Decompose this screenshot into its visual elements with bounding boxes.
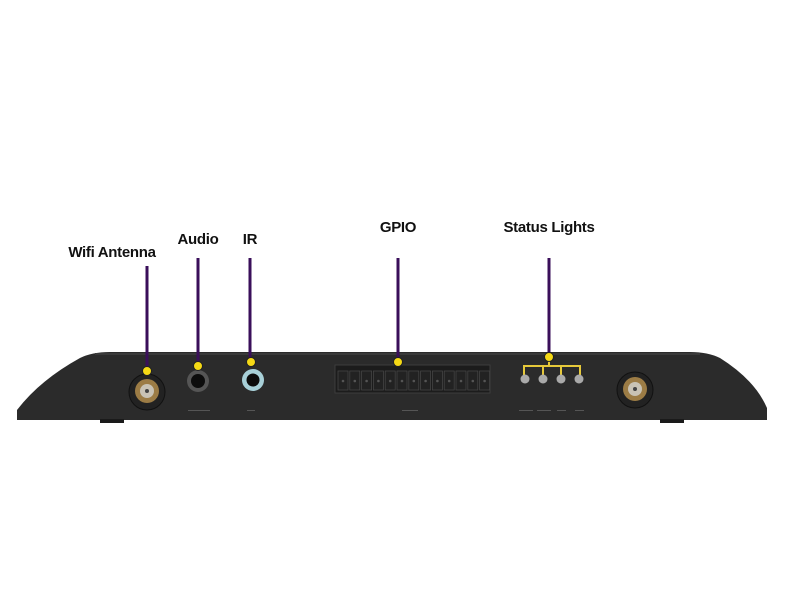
device-foot-right: [660, 419, 684, 423]
status-led: [520, 374, 530, 384]
callout-dot-status: [544, 352, 554, 362]
label-audio: Audio: [177, 231, 219, 248]
status-lights: [520, 357, 584, 384]
callout-dot-ir: [246, 357, 256, 367]
silkscreen-marks: [188, 410, 584, 411]
status-led: [556, 374, 566, 384]
label-gpio: GPIO: [379, 219, 417, 236]
audio-jack: [187, 370, 209, 392]
ir-jack: [242, 369, 264, 391]
status-led: [538, 374, 548, 384]
callout-dot-audio: [193, 361, 203, 371]
status-led: [574, 374, 584, 384]
wifi-antenna-connector-left: [128, 373, 166, 411]
gpio-terminal-block: [334, 364, 491, 394]
label-status-lights: Status Lights: [503, 219, 595, 236]
label-wifi-antenna: Wifi Antenna: [68, 244, 156, 261]
callout-dot-wifi: [142, 366, 152, 376]
wifi-antenna-connector-right: [616, 371, 654, 409]
label-ir: IR: [242, 231, 258, 248]
device-foot-left: [100, 419, 124, 423]
callout-dot-gpio: [393, 357, 403, 367]
